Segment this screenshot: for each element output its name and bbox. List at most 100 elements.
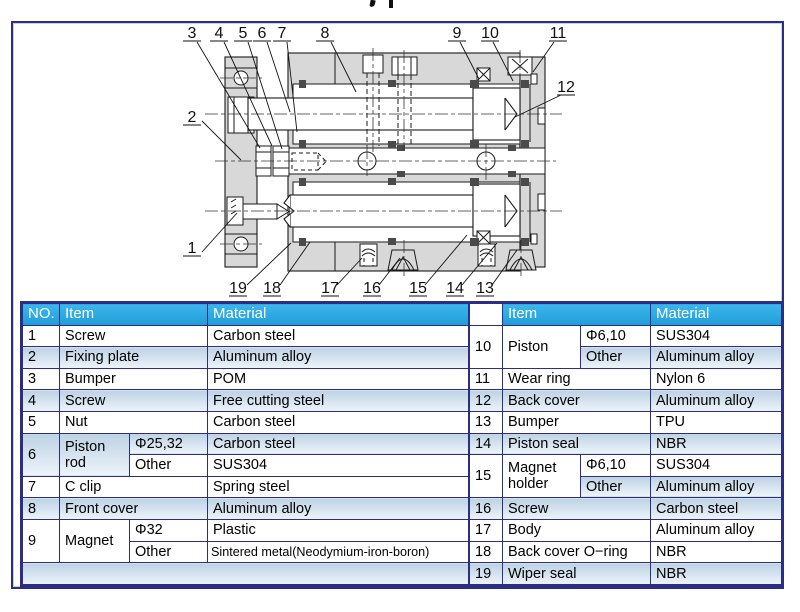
table-cell: Φ6,10 bbox=[580, 324, 651, 348]
table-cell: SUS304 bbox=[650, 324, 782, 348]
table-cell: Other bbox=[129, 454, 208, 477]
table-cell: Bumper bbox=[502, 411, 651, 434]
table-cell: C clip bbox=[59, 475, 208, 499]
callout-number: 2 bbox=[188, 109, 197, 126]
table-cell: Aluminum alloy bbox=[650, 389, 782, 413]
callout-leader-line bbox=[279, 241, 311, 286]
callout-leader-line bbox=[514, 94, 562, 118]
callout-number: 19 bbox=[229, 280, 247, 297]
callout-leader-line bbox=[201, 120, 242, 161]
table-cell: NBR bbox=[650, 562, 782, 585]
table-cell: Free cutting steel bbox=[207, 389, 469, 413]
table-cell: 19 bbox=[469, 562, 503, 585]
table-cell: Φ32 bbox=[129, 519, 208, 542]
table-cell: 6 bbox=[22, 432, 60, 477]
table-cell: 3 bbox=[22, 367, 60, 391]
column-header: Item bbox=[502, 303, 651, 326]
callout-number: 6 bbox=[258, 25, 267, 42]
table-cell: Piston bbox=[502, 324, 581, 369]
table-cell: Magnet bbox=[59, 519, 130, 564]
table-cell: Wear ring bbox=[502, 367, 651, 391]
table-cell: NBR bbox=[650, 540, 782, 564]
table-cell: Φ6,10 bbox=[580, 454, 651, 477]
table-cell: Back cover O−ring bbox=[502, 540, 651, 564]
bumper-foot bbox=[387, 249, 419, 271]
table-cell: Aluminum alloy bbox=[650, 346, 782, 369]
table-cell: Fixing plate bbox=[59, 346, 208, 369]
callout-number: 1 bbox=[188, 240, 197, 257]
title-descender bbox=[389, 0, 393, 8]
back-cover-details bbox=[529, 73, 546, 245]
callout-leader-line bbox=[247, 41, 283, 150]
page-border-frame bbox=[11, 21, 784, 589]
table-cell: 2 bbox=[22, 346, 60, 369]
table-cell: 5 bbox=[22, 411, 60, 434]
fixing-plate-shape bbox=[224, 56, 258, 268]
table-cell: Aluminum alloy bbox=[207, 346, 469, 369]
table-cell: Aluminum alloy bbox=[650, 475, 782, 499]
table-cell: 9 bbox=[22, 519, 60, 564]
table-cell: Magnet holder bbox=[502, 454, 581, 499]
table-cell: 1 bbox=[22, 324, 60, 348]
callout-number: 7 bbox=[278, 25, 287, 42]
callout-leader-line bbox=[424, 234, 468, 286]
table-cell: Plastic bbox=[207, 519, 469, 542]
callout-leader-line bbox=[336, 257, 363, 286]
cropped-title-text-fragment bbox=[368, 0, 402, 8]
table-cell: Nut bbox=[59, 411, 208, 434]
callout-leader-line bbox=[532, 41, 555, 73]
table-cell: Nylon 6 bbox=[650, 367, 782, 391]
table-cell: 18 bbox=[469, 540, 503, 564]
table-cell: Screw bbox=[502, 497, 651, 521]
table-cell: Carbon steel bbox=[650, 497, 782, 521]
table-cell: 14 bbox=[469, 432, 503, 456]
seal-squares bbox=[299, 80, 529, 246]
centerlines bbox=[205, 48, 562, 278]
callout-leader-line bbox=[266, 41, 291, 113]
table-cell: Carbon steel bbox=[207, 411, 469, 434]
table-cell: Other bbox=[580, 346, 651, 369]
table-cell: 15 bbox=[469, 454, 503, 499]
callout-leader-line bbox=[459, 41, 480, 80]
callout-number: 18 bbox=[263, 280, 281, 297]
callout-number: 17 bbox=[321, 280, 339, 297]
table-cell: Other bbox=[580, 475, 651, 499]
table-cell: 10 bbox=[469, 324, 503, 369]
column-header: NO. bbox=[22, 303, 60, 326]
table-cell: TPU bbox=[650, 411, 782, 434]
column-header: Item bbox=[59, 303, 208, 326]
table-cell: 17 bbox=[469, 519, 503, 542]
table-cell: Body bbox=[502, 519, 651, 542]
callout-number: 9 bbox=[453, 25, 462, 42]
table-cell: 4 bbox=[22, 389, 60, 413]
table-cell: Other bbox=[129, 540, 208, 564]
piston-bottom-shape bbox=[472, 183, 521, 237]
callout-leader-line bbox=[223, 41, 273, 147]
table-cell: Spring steel bbox=[207, 475, 469, 499]
callout-leader-line bbox=[286, 41, 298, 133]
callout-number: 13 bbox=[476, 280, 494, 297]
callout-leader-line bbox=[491, 249, 518, 286]
